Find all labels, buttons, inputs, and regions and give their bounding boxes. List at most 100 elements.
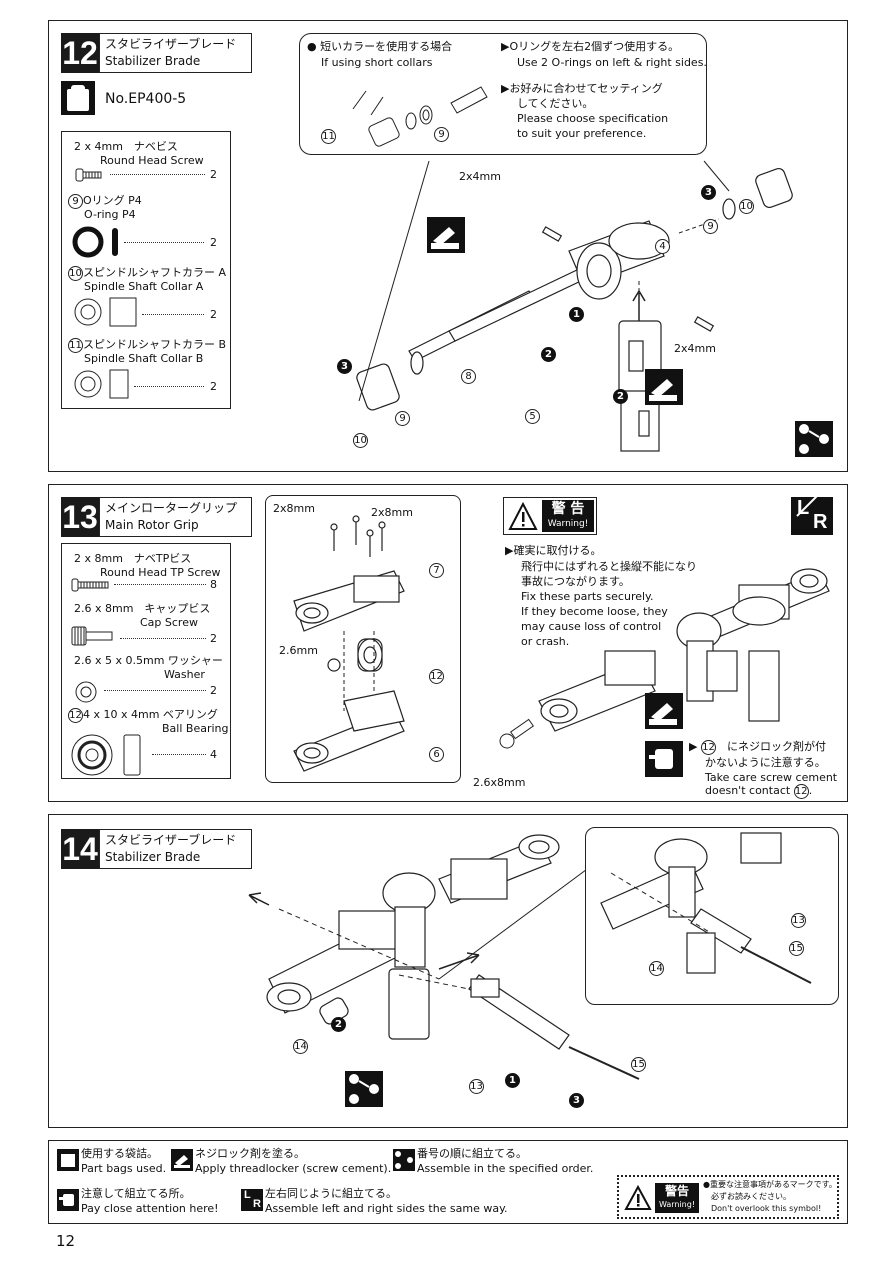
step-13-panel: 13 メインローターグリップ Main Rotor Grip 2 x 8mm ナ… (48, 484, 848, 802)
warning-text: may cause loss of control (521, 620, 662, 633)
legend-lock-en: Apply threadlocker (screw cement). (195, 1162, 392, 1175)
part-ref: 10 (353, 433, 368, 448)
qty: 2 (210, 632, 217, 645)
part-ref: 10 (739, 199, 754, 214)
part-jp-text: スピンドルシャフトカラー A (83, 266, 227, 279)
part-ref: 13 (791, 913, 806, 928)
washer-label: 2.6mm (279, 644, 318, 657)
lr-left: L (244, 1189, 251, 1201)
part-ref: 12 (429, 669, 444, 684)
callout-note-2-en: Please choose specification (517, 112, 669, 125)
step-ref: 2 (331, 1017, 346, 1032)
callout-note-1-en: Use 2 O-rings on left & right sides. (517, 56, 707, 69)
qty: 2 (210, 308, 217, 321)
grip-exploded-drawing (293, 515, 405, 772)
note-jp: お好みに合わせてセッティング (509, 82, 663, 95)
legend-lock-jp: ネジロック剤を塗る。 (195, 1147, 305, 1160)
leader-dots (104, 690, 206, 691)
part-ref: 10 (353, 433, 368, 448)
lr-right: R (813, 511, 828, 533)
part-ref: 6 (429, 747, 444, 762)
leader-dots (120, 638, 206, 639)
part-jp-text: Oリング P4 (83, 194, 142, 207)
part-ref: 4 (655, 239, 670, 254)
warning-legend-note: 必ずお読みください。 (711, 1192, 791, 1201)
part-ref: 7 (429, 563, 444, 578)
part-ref: 11 (68, 338, 83, 353)
title-en: Stabilizer Brade (105, 54, 201, 68)
step-ref: 3 (701, 185, 716, 200)
qty: 4 (210, 748, 217, 761)
part-ref: 15 (631, 1057, 646, 1072)
cap-screw-label: 2.6x8mm (473, 776, 526, 789)
step-ref: 3 (701, 185, 716, 200)
part-ref: 14 (293, 1039, 308, 1054)
attention-legend-icon (57, 1189, 79, 1211)
order-icon (795, 421, 833, 457)
attention-text: かないように注意する。 (705, 756, 826, 769)
warn-jp: 確実に取付ける。 (513, 544, 602, 557)
screw-label: 2x8mm (371, 506, 413, 519)
warning-text: Fix these parts securely. (521, 590, 654, 603)
part-ref: 14 (649, 961, 664, 976)
warning-legend-note: Don't overlook this symbol! (711, 1204, 822, 1213)
step-14-panel: 14 スタビライザーブレード Stabilizer Brade 14 13 15 (48, 814, 848, 1128)
step-number: 13 (61, 497, 99, 537)
part-ref: 9 (434, 127, 449, 142)
bearing-icon (71, 734, 141, 776)
leader-dots (110, 174, 205, 175)
threadlocker-icon (645, 369, 683, 405)
part-ref: 8 (461, 369, 476, 384)
threadlocker-icon (427, 217, 465, 253)
part-en: Round Head TP Screw (100, 566, 221, 579)
part-ref: 6 (429, 747, 444, 762)
step-title: スタビライザーブレード Stabilizer Brade (99, 829, 252, 869)
leader-dots (142, 314, 204, 315)
part-jp: 11スピンドルシャフトカラー B (68, 336, 226, 353)
part-ref: 13 (469, 1079, 484, 1094)
part-ref: 5 (525, 409, 540, 424)
attention-text: ▶ 12 にネジロック剤が付 (689, 740, 826, 755)
legend-order-en: Assemble in the specified order. (417, 1162, 594, 1175)
lr-right: R (253, 1198, 261, 1210)
part-en: Cap Screw (140, 616, 198, 629)
warning-title-en: Warning! (547, 519, 589, 529)
part-en: Round Head Screw (100, 154, 204, 167)
attn-en: doesn't contact (705, 784, 791, 797)
stabilizer-assembly-drawing (248, 834, 640, 1080)
order-legend-icon (393, 1149, 415, 1171)
step-ref: 3 (569, 1093, 584, 1108)
parts-list: 2 x 8mm ナベTPビス Round Head TP Screw 8 2.6… (61, 543, 231, 779)
rotor-grip-drawing (538, 568, 830, 732)
legend-order-jp: 番号の順に組立てる。 (417, 1147, 527, 1160)
short-collar-callout (299, 33, 707, 155)
step-ref: 2 (613, 389, 628, 404)
legend-panel: 使用する袋詰。 Part bags used. ネジロック剤を塗る。 Apply… (48, 1140, 848, 1224)
qty: 2 (210, 380, 217, 393)
warning-legend-box: 警告 Warning! ●重要な注意事項があるマークです。 必ずお読みください。… (617, 1175, 839, 1219)
callout-note-2: ▶お好みに合わせてセッティング (501, 82, 663, 95)
step-ref: 1 (505, 1073, 520, 1088)
step-number: 14 (61, 829, 99, 869)
qty: 2 (210, 168, 217, 181)
title-jp: スタビライザーブレード (105, 37, 237, 51)
collar-a-icon (74, 297, 137, 327)
spindle-assembly-drawing (356, 160, 793, 452)
part-ref: 9 (703, 219, 718, 234)
legend-attn-en: Pay close attention here! (81, 1202, 219, 1215)
part-en: O-ring P4 (84, 208, 136, 221)
screw-label: 2x4mm (674, 342, 716, 355)
part-ref-11: 11 (321, 129, 336, 144)
step-12-panel: 12 スタビライザーブレード Stabilizer Brade No.EP400… (48, 20, 848, 472)
step-ref: 2 (613, 389, 628, 404)
part-jp: 10スピンドルシャフトカラー A (68, 264, 226, 281)
qty: 2 (210, 684, 217, 697)
part-ref: 9 (395, 411, 410, 426)
part-ref: 12 (793, 784, 809, 799)
part-ref-9: 9 (434, 127, 449, 142)
part-ref: 10 (68, 266, 83, 281)
attention-text: doesn't contact 12. (705, 784, 813, 799)
cap-screw-icon (71, 626, 113, 646)
part-ref: 10 (739, 199, 754, 214)
